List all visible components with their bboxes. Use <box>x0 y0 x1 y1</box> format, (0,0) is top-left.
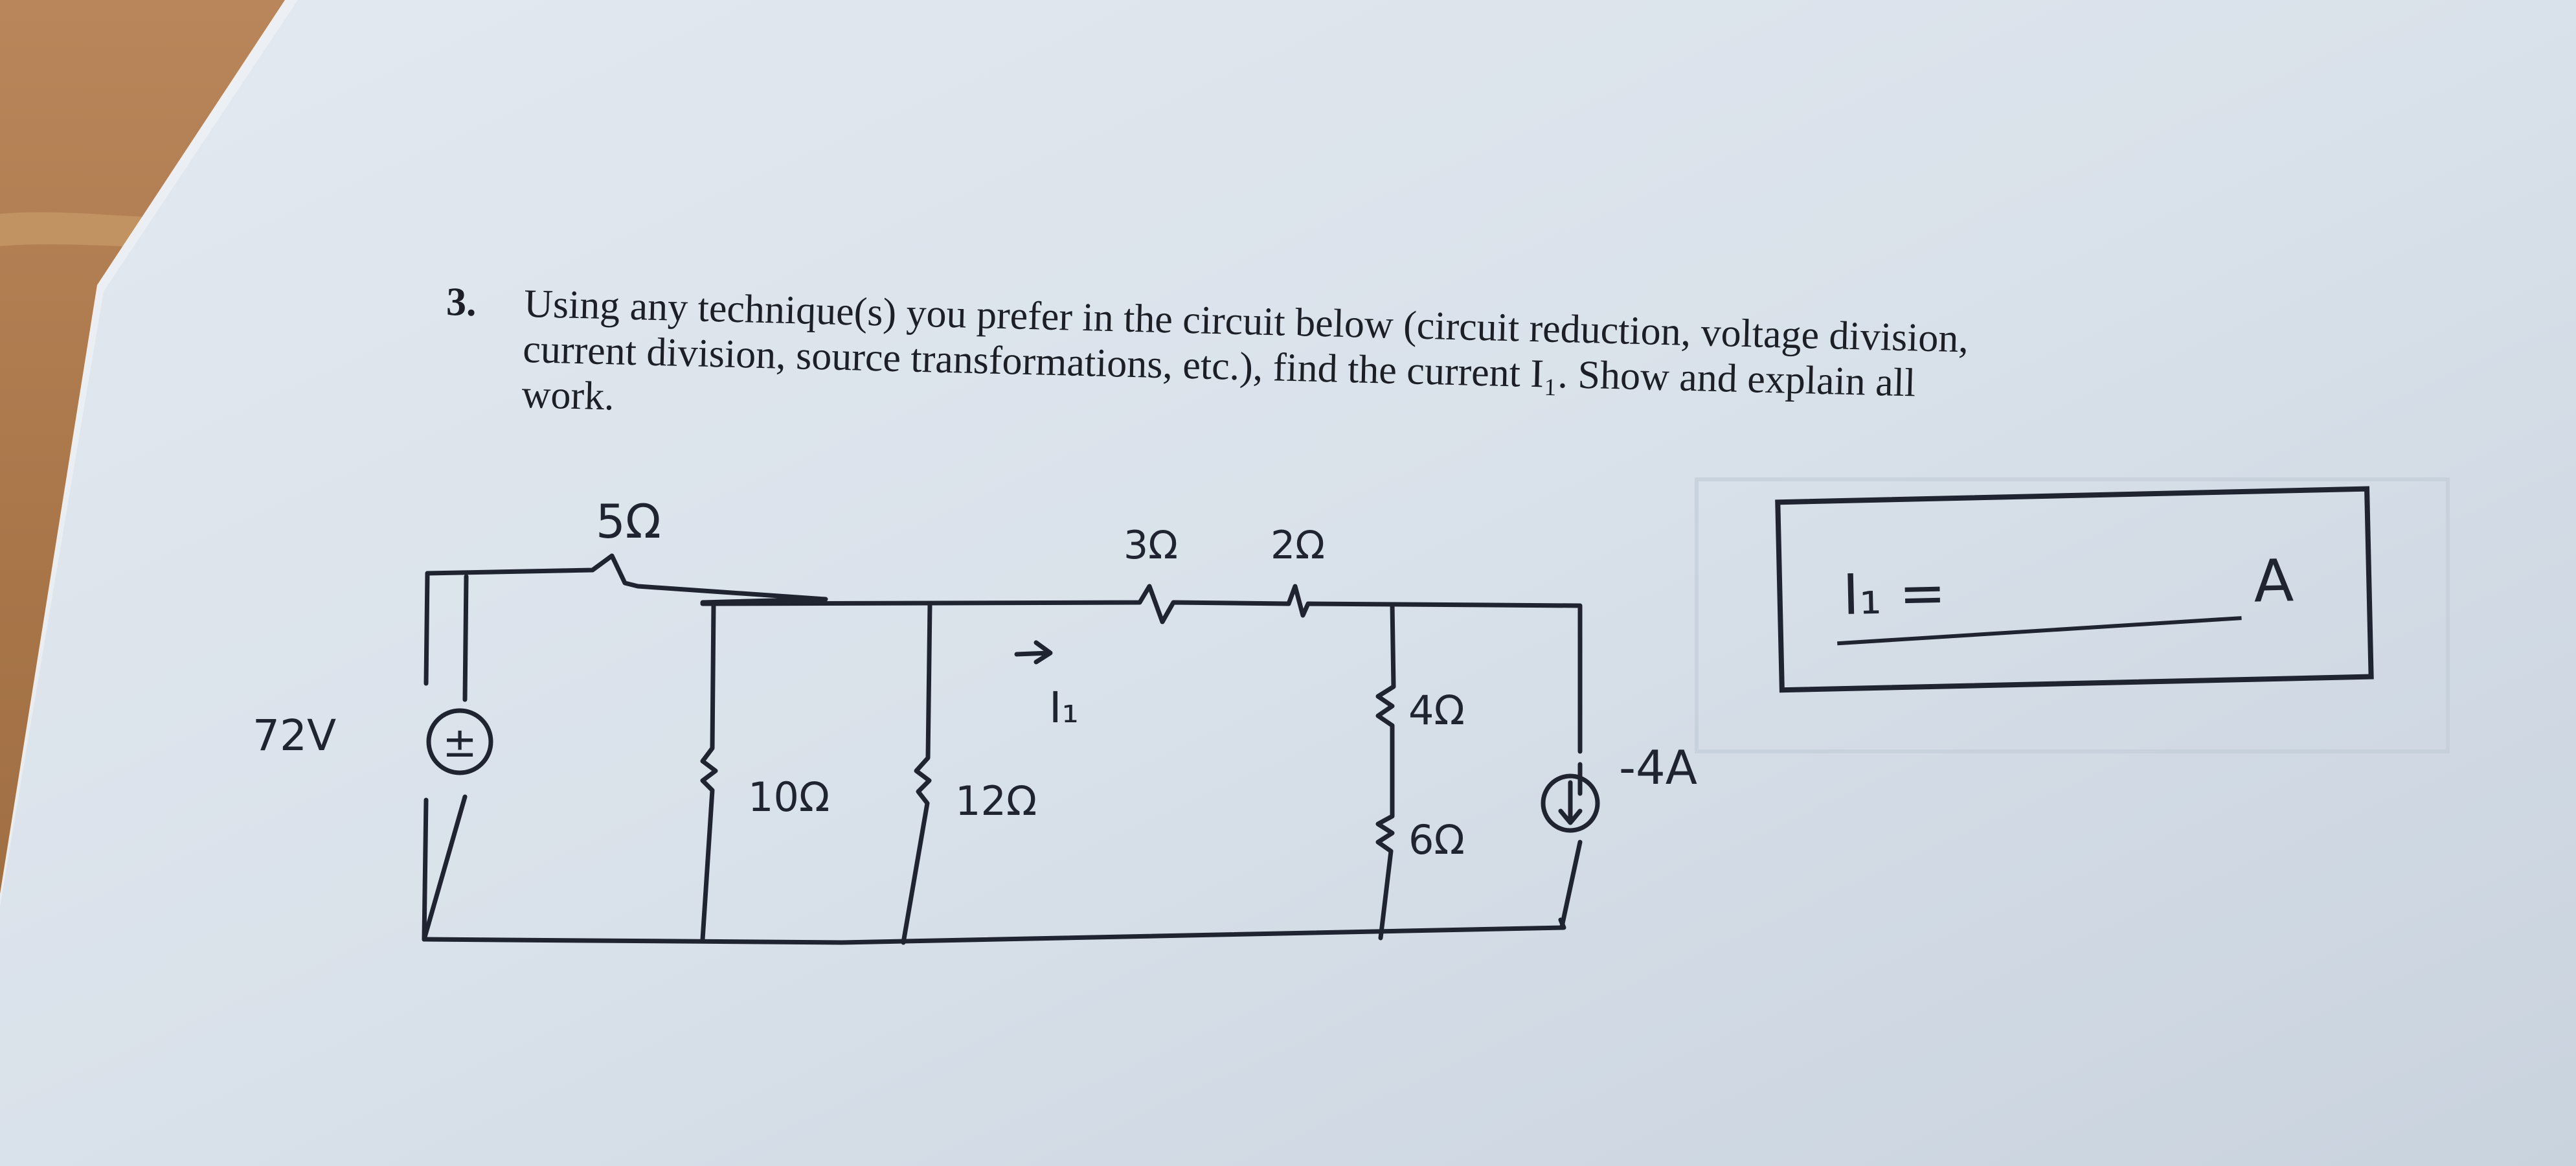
label-r6: 4Ω <box>1408 687 1465 734</box>
problem-line-3: work. <box>521 372 615 419</box>
current-source-arrow <box>1558 780 1583 825</box>
label-current-source: -4A <box>1619 740 1697 795</box>
label-r7: 6Ω <box>1408 816 1465 863</box>
branch-10ohm <box>700 601 718 942</box>
current-source-symbol <box>1541 773 1600 833</box>
voltage-source-symbol <box>426 708 493 775</box>
branch-4-6ohm <box>1375 602 1396 941</box>
answer-box: I₁ = A <box>1775 486 2374 693</box>
branch-12ohm <box>901 601 932 945</box>
wire-left-lower <box>422 797 429 942</box>
voltage-source-sign: ± <box>442 719 477 767</box>
answer-label: I₁ = <box>1842 560 1946 628</box>
label-current-i1: I₁ <box>1049 683 1079 733</box>
current-arrow-i1 <box>1014 640 1053 665</box>
answer-box-frame <box>1775 486 2374 693</box>
label-r5: 2Ω <box>1271 523 1325 568</box>
circuit-diagram <box>422 553 1600 945</box>
answer-blank-line <box>1837 616 2242 646</box>
label-r2: 10Ω <box>748 773 830 821</box>
wire-left <box>422 574 469 942</box>
problem-number: 3. <box>446 280 477 325</box>
wire-left-upper <box>424 571 430 686</box>
wire-top-main <box>700 584 1583 754</box>
answer-unit: A <box>2253 547 2294 615</box>
label-r3: 12Ω <box>955 777 1037 825</box>
bleed-through-box <box>1695 477 2450 753</box>
label-r4: 3Ω <box>1124 523 1178 568</box>
label-r1: 5Ω <box>596 494 661 549</box>
label-source-voltage: 72V <box>253 711 336 760</box>
